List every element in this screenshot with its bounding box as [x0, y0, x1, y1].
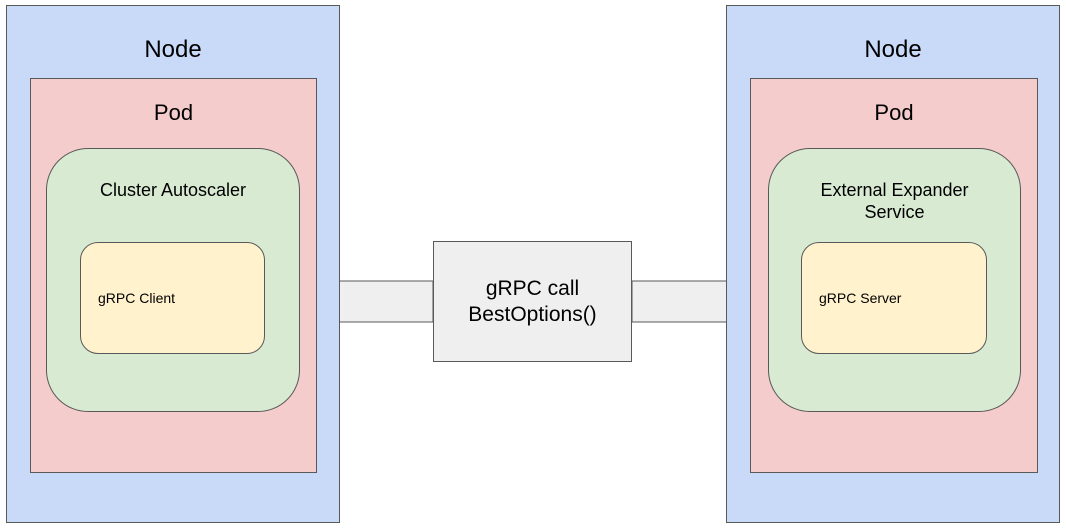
grpc-call-line2: BestOptions() — [468, 302, 597, 326]
grpc-call-box: gRPC call BestOptions() — [433, 241, 632, 362]
grpc-call-line1: gRPC call — [485, 276, 580, 300]
cluster-autoscaler-label: Cluster Autoscaler — [99, 180, 247, 200]
right-node-label: Node — [864, 36, 922, 63]
grpc-client-label: gRPC Client — [98, 290, 176, 306]
left-pod-label: Pod — [153, 100, 194, 125]
right-pod-label: Pod — [874, 100, 914, 125]
left-node-label: Node — [144, 36, 202, 63]
grpc-client-box: gRPC Client — [80, 242, 265, 354]
grpc-server-box: gRPC Server — [801, 242, 987, 354]
external-expander-service-label: External Expander Service — [820, 180, 969, 222]
grpc-server-label: gRPC Server — [819, 290, 902, 306]
